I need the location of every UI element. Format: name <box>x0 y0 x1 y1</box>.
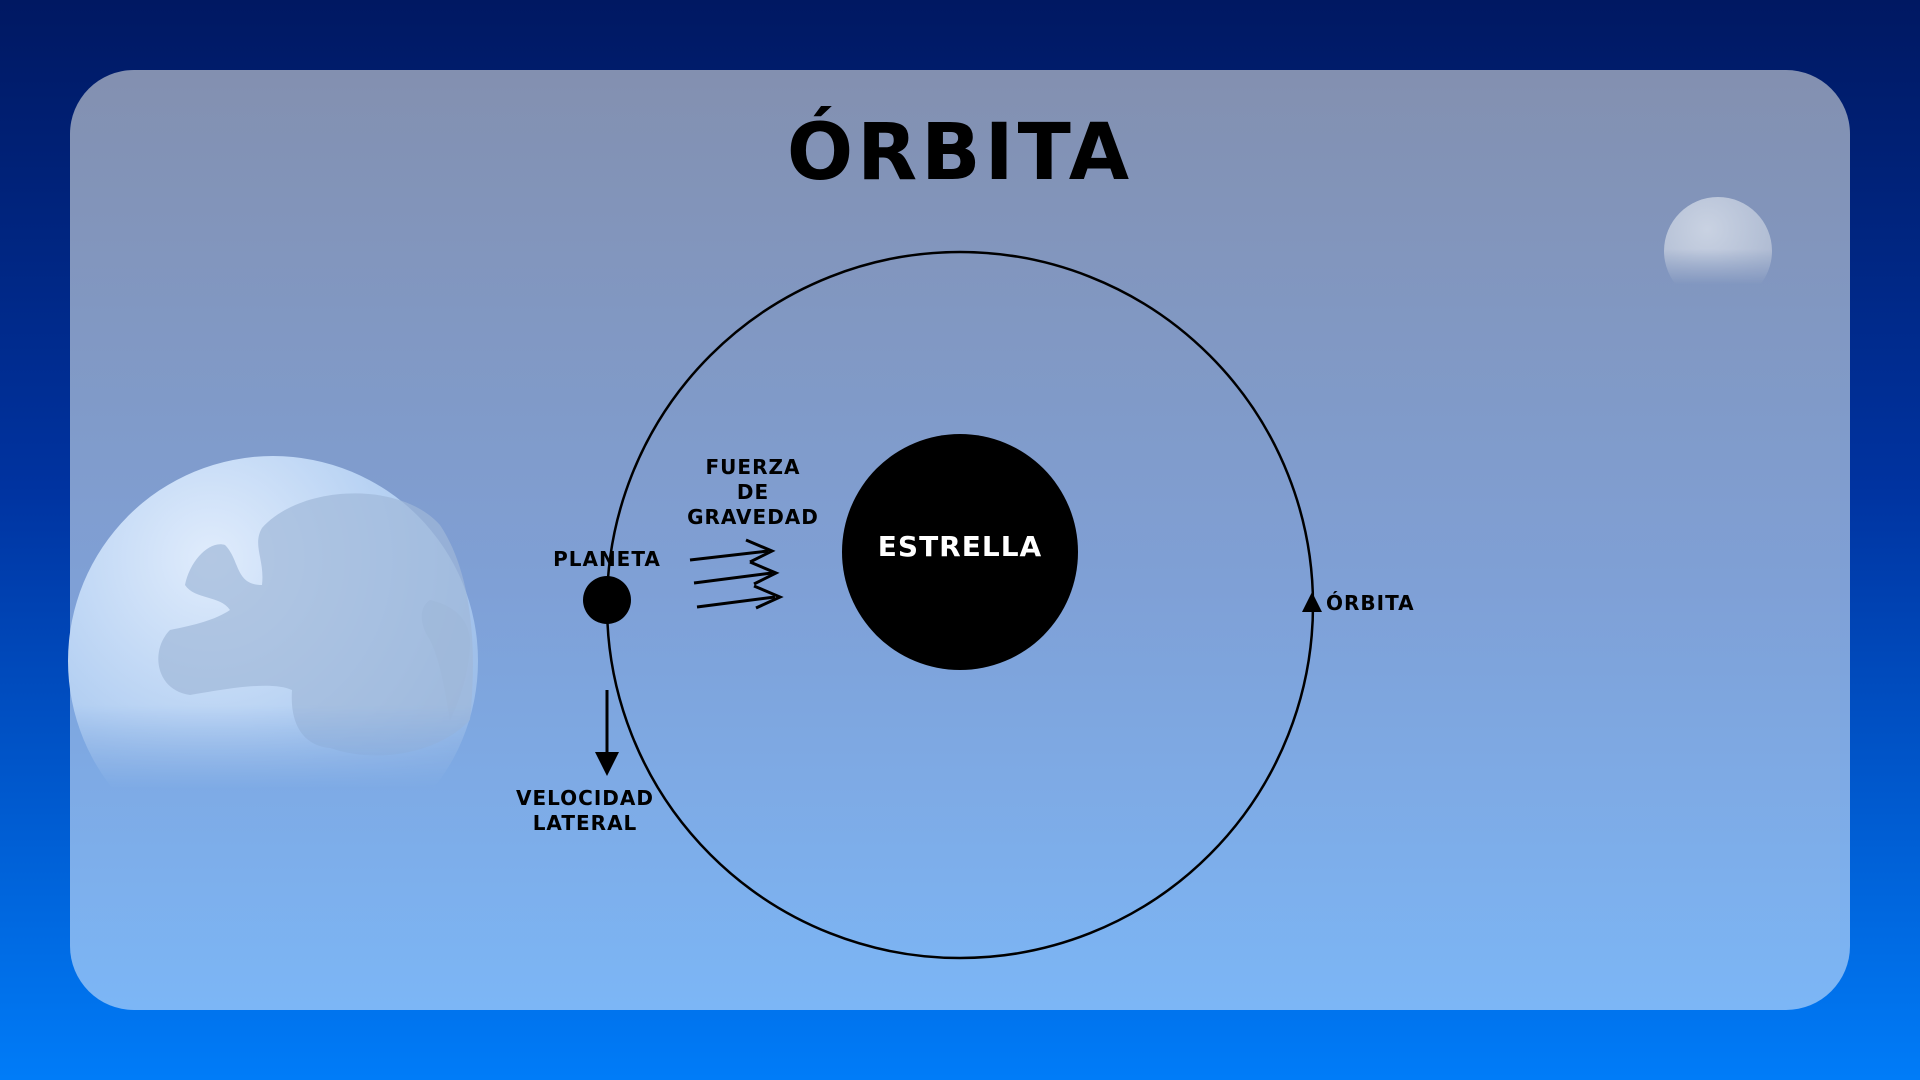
star-circle <box>842 434 1078 670</box>
planet-illustration <box>68 456 478 866</box>
planet-dot <box>583 576 631 624</box>
velocity-label: VELOCIDAD LATERAL <box>509 786 661 836</box>
gravity-arrows <box>689 538 784 610</box>
velocity-label-line-2: LATERAL <box>532 811 638 835</box>
star-label: ESTRELLA <box>877 530 1043 563</box>
orbit-label: ÓRBITA <box>1326 591 1415 615</box>
gravity-label-line-1: FUERZA <box>705 455 801 479</box>
orbit-arrowhead <box>1302 592 1322 612</box>
velocity-arrowhead <box>595 752 619 776</box>
gravity-label-line-3: GRAVEDAD <box>687 505 819 529</box>
moon-illustration <box>1664 197 1772 305</box>
gravity-label-line-2: DE <box>736 480 770 504</box>
page-title: ÓRBITA <box>786 108 1134 198</box>
planet-label: PLANETA <box>553 547 661 571</box>
gravity-label: FUERZA DE GRAVEDAD <box>682 455 824 530</box>
velocity-label-line-1: VELOCIDAD <box>516 786 654 810</box>
